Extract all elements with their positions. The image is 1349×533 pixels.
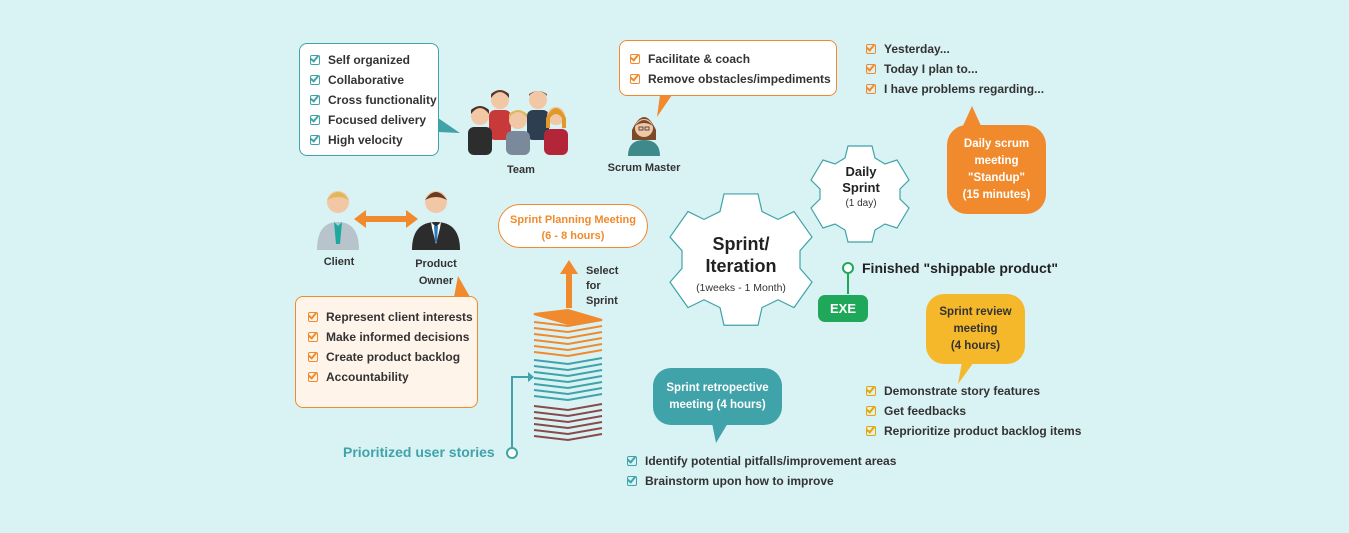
product-owner-list: Represent client interests Make informed…	[308, 307, 477, 387]
backlog-stack-icon	[533, 308, 603, 442]
sprint-title: Sprint/	[712, 234, 770, 254]
product-owner-item: Create product backlog	[308, 347, 477, 367]
team-people-icon	[468, 90, 568, 155]
product-owner-box: Represent client interests Make informed…	[295, 296, 478, 408]
scrum-master-label: Scrum Master	[607, 162, 681, 174]
checkbox-icon	[627, 476, 637, 486]
checkbox-icon	[866, 426, 876, 436]
team-list: Self organized Collaborative Cross funct…	[310, 50, 438, 150]
client-label: Client	[323, 256, 355, 268]
daily-sprint-title: Daily	[845, 164, 877, 179]
checkbox-icon	[866, 386, 876, 396]
checkbox-icon	[866, 64, 876, 74]
checkbox-icon	[866, 44, 876, 54]
sprint-planning-title: Sprint Planning Meeting	[510, 214, 636, 226]
review-item: Demonstrate story features	[866, 381, 1081, 401]
select-for-sprint-label: Select for Sprint	[586, 265, 619, 307]
exe-badge: EXE	[818, 295, 868, 322]
client-person-icon	[317, 191, 359, 250]
product-owner-label: Product Owner	[415, 258, 457, 287]
sprint-iteration-text: Sprint/ Iteration (1weeks - 1 Month)	[676, 233, 806, 294]
retro-item: Brainstorm upon how to improve	[627, 471, 896, 491]
scrum-master-item: Facilitate & coach	[630, 49, 836, 69]
scrum-master-person-icon	[628, 117, 660, 156]
sprint-review-list: Demonstrate story features Get feedbacks…	[866, 381, 1081, 441]
daily-question-item: I have problems regarding...	[866, 79, 1044, 99]
checkbox-icon	[310, 135, 320, 145]
team-item: Self organized	[310, 50, 438, 70]
checkbox-icon	[630, 74, 640, 84]
checkbox-icon	[630, 54, 640, 64]
product-owner-item: Accountability	[308, 367, 477, 387]
sprint-review-bubble: Sprint review meeting (4 hours)	[926, 294, 1025, 364]
sprint-title-2: Iteration	[705, 256, 777, 276]
daily-question-item: Today I plan to...	[866, 59, 1044, 79]
sprint-planning-duration: (6 - 8 hours)	[541, 230, 605, 242]
select-for-sprint-arrow-icon	[560, 260, 578, 308]
team-item: High velocity	[310, 130, 438, 150]
client-owner-double-arrow-icon	[354, 210, 418, 228]
checkbox-icon	[310, 95, 320, 105]
sprint-duration: (1weeks - 1 Month)	[696, 282, 786, 294]
checkbox-icon	[310, 75, 320, 85]
checkbox-icon	[866, 84, 876, 94]
finished-shippable-product: Finished "shippable product"	[862, 260, 1059, 276]
sprint-iteration-gear	[669, 193, 813, 326]
daily-questions-list: Yesterday... Today I plan to... I have p…	[866, 39, 1044, 99]
product-owner-item: Make informed decisions	[308, 327, 477, 347]
daily-question-item: Yesterday...	[866, 39, 1044, 59]
team-item: Cross functionality	[310, 90, 438, 110]
checkbox-icon	[308, 332, 318, 342]
daily-scrum-bubble: Daily scrum meeting "Standup" (15 minute…	[947, 125, 1046, 214]
checkbox-icon	[308, 312, 318, 322]
checkbox-icon	[308, 372, 318, 382]
daily-sprint-title-2: Sprint	[842, 180, 880, 195]
product-owner-item: Represent client interests	[308, 307, 477, 327]
team-item: Collaborative	[310, 70, 438, 90]
team-label: Team	[507, 164, 535, 176]
review-item: Reprioritize product backlog items	[866, 421, 1081, 441]
daily-sprint-text: Daily Sprint (1 day)	[820, 164, 902, 209]
sprint-planning-box: Sprint Planning Meeting (6 - 8 hours)	[498, 204, 648, 248]
daily-sprint-duration: (1 day)	[845, 198, 877, 209]
checkbox-icon	[310, 115, 320, 125]
prioritized-user-stories-label: Prioritized user stories	[343, 444, 495, 460]
scrum-master-box: Facilitate & coach Remove obstacles/impe…	[619, 40, 837, 96]
team-responsibilities-box: Self organized Collaborative Cross funct…	[299, 43, 439, 156]
retrospective-list: Identify potential pitfalls/improvement …	[627, 451, 896, 491]
scrum-master-list: Facilitate & coach Remove obstacles/impe…	[630, 49, 836, 89]
scrum-master-item: Remove obstacles/impediments	[630, 69, 836, 89]
checkbox-icon	[866, 406, 876, 416]
checkbox-icon	[310, 55, 320, 65]
retro-item: Identify potential pitfalls/improvement …	[627, 451, 896, 471]
checkbox-icon	[308, 352, 318, 362]
sprint-retrospective-bubble: Sprint retropective meeting (4 hours)	[653, 368, 782, 425]
team-item: Focused delivery	[310, 110, 438, 130]
product-owner-person-icon	[412, 191, 460, 250]
daily-sprint-gear	[810, 145, 910, 243]
checkbox-icon	[627, 456, 637, 466]
review-item: Get feedbacks	[866, 401, 1081, 421]
